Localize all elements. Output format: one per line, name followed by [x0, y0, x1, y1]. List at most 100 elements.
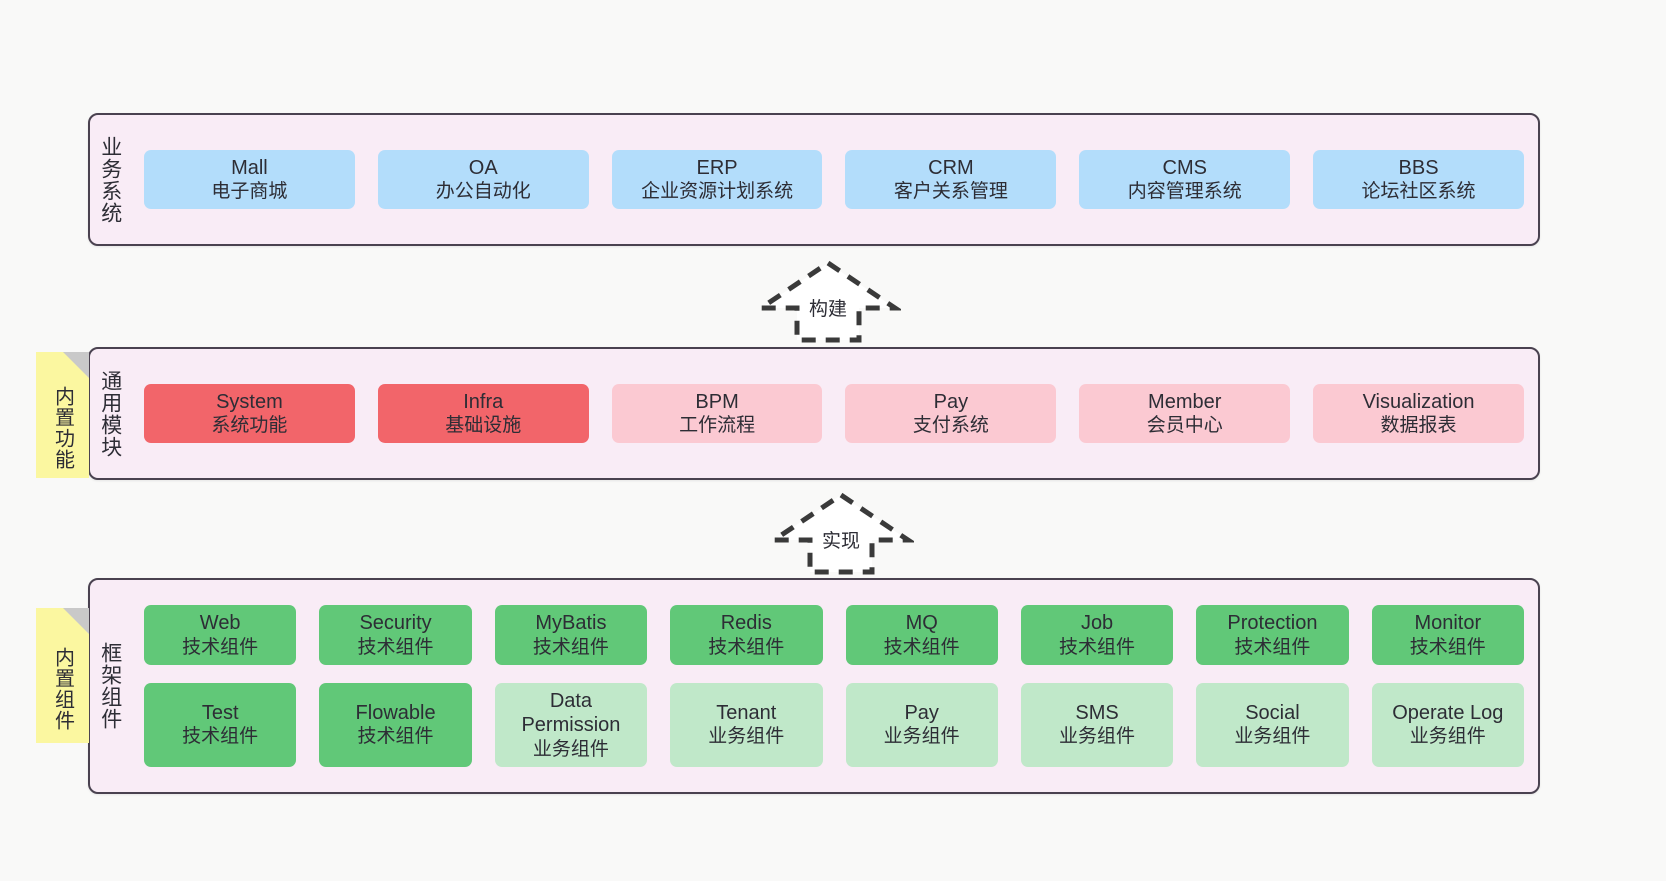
card-title: Protection — [1227, 612, 1318, 635]
card-pay-business[interactable]: Pay 业务组件 — [845, 682, 998, 767]
card-subtitle: 论坛社区系统 — [1361, 181, 1476, 203]
card-subtitle: 技术组件 — [182, 636, 259, 658]
implement-arrow: 实现 — [765, 490, 917, 577]
card-subtitle: 技术组件 — [532, 636, 609, 658]
card-subtitle: 业务组件 — [1059, 726, 1136, 748]
card-title: Redis — [720, 612, 772, 635]
card-subtitle: 企业资源计划系统 — [641, 181, 794, 203]
card-system[interactable]: System 系统功能 — [144, 383, 355, 444]
card-subtitle: 技术组件 — [1234, 636, 1311, 658]
card-subtitle: 基础设施 — [445, 415, 522, 437]
card-subtitle: 技术组件 — [708, 636, 785, 658]
card-data-permission[interactable]: Data Permission 业务组件 — [494, 682, 648, 767]
card-mq[interactable]: MQ 技术组件 — [845, 605, 998, 665]
card-title: Visualization — [1362, 390, 1475, 413]
card-title: SMS — [1075, 701, 1119, 724]
card-subtitle: 业务组件 — [1409, 726, 1486, 748]
layer-label-common-modules: 通用模块 — [98, 369, 122, 458]
sticky-note-label: 内置组件 — [51, 646, 74, 731]
card-title: BPM — [695, 390, 739, 413]
card-title: System — [216, 390, 283, 413]
card-subtitle: 技术组件 — [357, 636, 434, 658]
sticky-note-built-in-components: 内置组件 — [36, 608, 89, 743]
card-subtitle: 技术组件 — [357, 726, 434, 748]
card-title: MQ — [905, 612, 938, 635]
card-title: Pay — [933, 390, 969, 413]
card-crm[interactable]: CRM 客户关系管理 — [845, 149, 1057, 210]
card-cms[interactable]: CMS 内容管理系统 — [1079, 149, 1291, 210]
layer-label-business-systems: 业务系统 — [98, 135, 122, 224]
card-security[interactable]: Security 技术组件 — [319, 605, 472, 665]
card-title: Social — [1245, 701, 1300, 724]
card-redis[interactable]: Redis 技术组件 — [670, 605, 823, 665]
implement-arrow-icon — [765, 491, 917, 575]
card-title: Security — [359, 612, 432, 635]
card-visualization[interactable]: Visualization 数据报表 — [1313, 383, 1524, 444]
card-subtitle: 数据报表 — [1380, 415, 1457, 437]
card-flowable[interactable]: Flowable 技术组件 — [319, 682, 472, 767]
card-subtitle: 工作流程 — [679, 415, 756, 437]
card-monitor[interactable]: Monitor 技术组件 — [1371, 605, 1524, 665]
card-title: Mall — [231, 156, 268, 179]
layer-business-systems: 业务系统 Mall 电子商城 OA 办公自动化 ERP 企业资源计划系统 CRM… — [88, 113, 1540, 246]
card-tenant[interactable]: Tenant 业务组件 — [670, 682, 823, 767]
layer-body-business-systems: Mall 电子商城 OA 办公自动化 ERP 企业资源计划系统 CRM 客户关系… — [130, 115, 1538, 244]
card-title: Test — [201, 701, 239, 724]
card-oa[interactable]: OA 办公自动化 — [377, 149, 589, 210]
build-arrow-icon — [752, 259, 904, 343]
card-title: CRM — [928, 156, 974, 179]
card-protection[interactable]: Protection 技术组件 — [1196, 605, 1349, 665]
build-arrow: 构建 — [752, 258, 904, 345]
card-social[interactable]: Social 业务组件 — [1196, 682, 1349, 767]
card-pay[interactable]: Pay 支付系统 — [845, 383, 1057, 444]
card-sms[interactable]: SMS 业务组件 — [1020, 682, 1174, 767]
card-subtitle: 内容管理系统 — [1127, 181, 1242, 203]
card-title: Monitor — [1414, 612, 1482, 635]
card-subtitle: 业务组件 — [1234, 726, 1311, 748]
card-job[interactable]: Job 技术组件 — [1020, 605, 1174, 665]
card-title: MyBatis — [535, 612, 607, 635]
card-erp[interactable]: ERP 企业资源计划系统 — [611, 149, 823, 210]
card-member[interactable]: Member 会员中心 — [1079, 383, 1291, 444]
card-title: ERP — [696, 156, 738, 179]
card-mybatis[interactable]: MyBatis 技术组件 — [494, 605, 648, 665]
card-test[interactable]: Test 技术组件 — [144, 682, 297, 767]
card-subtitle: 业务组件 — [708, 726, 785, 748]
card-bbs[interactable]: BBS 论坛社区系统 — [1313, 149, 1524, 210]
card-row: Web 技术组件 Security 技术组件 MyBatis 技术组件 Redi… — [144, 605, 1524, 665]
layer-framework-components: 框架组件 Web 技术组件 Security 技术组件 MyBatis 技术组件… — [88, 578, 1540, 794]
card-title: Flowable — [355, 701, 436, 724]
sticky-note-built-in-features: 内置功能 — [36, 352, 89, 478]
card-subtitle: 客户关系管理 — [893, 181, 1008, 203]
card-title: Member — [1148, 390, 1222, 413]
card-title: OA — [468, 156, 498, 179]
card-subtitle: 业务组件 — [532, 738, 609, 760]
card-operate-log[interactable]: Operate Log 业务组件 — [1371, 682, 1524, 767]
card-row: System 系统功能 Infra 基础设施 BPM 工作流程 Pay 支付系统… — [144, 383, 1524, 444]
layer-common-modules: 通用模块 System 系统功能 Infra 基础设施 BPM 工作流程 Pay… — [88, 347, 1540, 480]
card-title: Infra — [463, 390, 504, 413]
card-bpm[interactable]: BPM 工作流程 — [611, 383, 823, 444]
card-title: Pay — [904, 701, 939, 724]
card-title: BBS — [1398, 156, 1439, 179]
card-web[interactable]: Web 技术组件 — [144, 605, 297, 665]
layer-label-framework-components: 框架组件 — [98, 642, 122, 730]
layer-body-framework-components: Web 技术组件 Security 技术组件 MyBatis 技术组件 Redi… — [130, 580, 1538, 792]
card-subtitle: 办公自动化 — [435, 181, 531, 203]
layer-body-common-modules: System 系统功能 Infra 基础设施 BPM 工作流程 Pay 支付系统… — [130, 349, 1538, 478]
card-title: Data Permission — [521, 689, 621, 737]
card-title: Tenant — [716, 701, 777, 724]
card-subtitle: 支付系统 — [912, 415, 989, 437]
card-subtitle: 技术组件 — [182, 726, 259, 748]
card-subtitle: 技术组件 — [883, 636, 960, 658]
card-subtitle: 会员中心 — [1146, 415, 1223, 437]
card-mall[interactable]: Mall 电子商城 — [144, 149, 355, 210]
card-title: CMS — [1162, 156, 1207, 179]
card-infra[interactable]: Infra 基础设施 — [377, 383, 589, 444]
card-subtitle: 系统功能 — [211, 415, 288, 437]
card-subtitle: 业务组件 — [883, 726, 960, 748]
sticky-note-label: 内置功能 — [51, 386, 74, 470]
card-title: Job — [1080, 612, 1114, 635]
card-subtitle: 电子商城 — [211, 181, 288, 203]
